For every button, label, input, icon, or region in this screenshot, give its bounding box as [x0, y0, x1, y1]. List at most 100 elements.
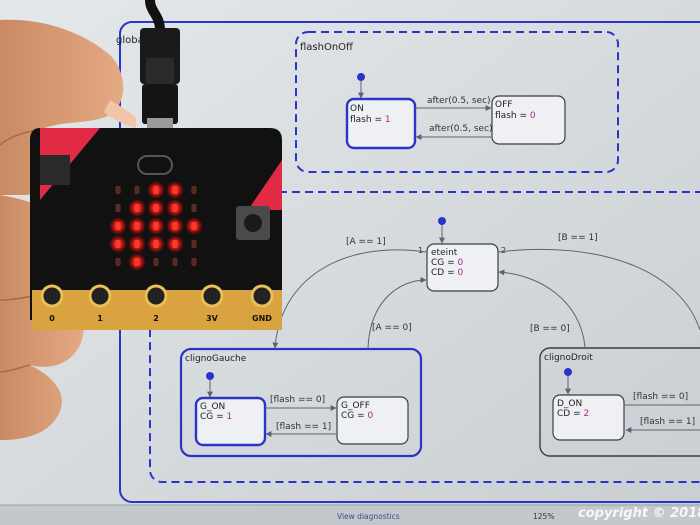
svg-text:CG = 0: CG = 0 [341, 411, 374, 421]
view-diagnostics-link[interactable]: View diagnostics [337, 512, 400, 521]
eteint-cg-value: 0 [458, 258, 464, 268]
svg-text:flash = 1: flash = 1 [350, 115, 391, 125]
default-transition-dot [357, 73, 365, 81]
transition-bottom-args: (0.5, sec) [450, 124, 492, 134]
svg-text:CG = 1: CG = 1 [200, 412, 232, 422]
eteint-cg-var: CG [431, 258, 444, 268]
label-a-eq-1: [A == 1] [346, 237, 386, 247]
state-off-var: flash [495, 111, 517, 121]
state-on[interactable]: ON flash = 1 [345, 97, 417, 150]
led-off [134, 186, 140, 194]
pin-label: 3V [206, 314, 219, 323]
led-off [115, 204, 121, 212]
state-eteint[interactable]: eteint CG = 0 CD = 0 1 2 [418, 243, 506, 292]
transition-top-args: (0.5, sec) [448, 96, 490, 106]
led-on [134, 204, 140, 212]
state-cligno-droit[interactable]: clignoDroit D_ON CD = 2 [flash == 0] [fl… [539, 347, 700, 457]
led-on [153, 240, 159, 248]
transition-bottom-fn: after [429, 124, 451, 134]
pin-label: 2 [153, 314, 159, 323]
led-on [153, 186, 159, 194]
state-g-on-name: G_ON [200, 402, 225, 412]
copyright-watermark: copyright © 2018 [578, 506, 700, 521]
state-g-off[interactable]: G_OFF CG = 0 [336, 396, 409, 445]
svg-text:CD = 2: CD = 2 [557, 409, 589, 419]
transition-a-eq-0[interactable] [367, 277, 427, 349]
g-off-var: CG [341, 411, 354, 421]
led-on [115, 240, 121, 248]
pin-hole [144, 284, 168, 308]
cligno-gauche-title: clignoGauche [185, 354, 247, 364]
status-bar: View diagnostics 125% [0, 504, 700, 525]
gauche-default-dot [206, 372, 214, 380]
cligno-droit-title: clignoDroit [544, 353, 593, 363]
led-on [134, 240, 140, 248]
led-off [172, 258, 178, 266]
pin-hole [88, 284, 112, 308]
pin-hole [40, 284, 64, 308]
state-off[interactable]: OFF flash = 0 [491, 95, 566, 145]
gauche-flash-0: [flash == 0] [270, 395, 325, 405]
led-on [172, 186, 178, 194]
transition-top-fn: after [427, 96, 449, 106]
svg-text:after(0.5, sec): after(0.5, sec) [427, 96, 491, 106]
label-b-eq-0: [B == 0] [530, 324, 570, 334]
led-off [191, 240, 197, 248]
flash-on-off-state[interactable]: flashOnOff ON flash = 1 OFF flash = 0 af… [295, 31, 619, 173]
svg-text:CD = 0: CD = 0 [431, 268, 463, 278]
state-d-on[interactable]: D_ON CD = 2 [552, 394, 625, 441]
d-on-value: 2 [583, 409, 589, 419]
led-on [115, 222, 121, 230]
transition-b-eq-1[interactable] [497, 248, 700, 331]
pin-hole [200, 284, 224, 308]
g-on-value: 1 [227, 412, 233, 422]
droit-flash-1: [flash == 1] [640, 417, 695, 427]
led-on [134, 258, 140, 266]
led-on [172, 222, 178, 230]
control-state[interactable] [149, 191, 700, 483]
pin-label: 1 [97, 314, 103, 323]
state-on-value: 1 [385, 115, 391, 125]
led-off [153, 258, 159, 266]
priority-left: 1 [418, 246, 423, 255]
button-a-pad [40, 155, 70, 185]
state-g-off-name: G_OFF [341, 401, 370, 411]
global-label: global [116, 35, 147, 46]
eteint-cd-var: CD [431, 268, 444, 278]
svg-text:flash = 0: flash = 0 [495, 111, 536, 121]
droit-flash-0: [flash == 0] [633, 392, 688, 402]
led-off [115, 258, 121, 266]
priority-right: 2 [501, 246, 506, 255]
led-on [153, 222, 159, 230]
led-on [153, 204, 159, 212]
zoom-level: 125% [533, 512, 554, 521]
eteint-cd-value: 0 [457, 268, 463, 278]
label-a-eq-0: [A == 0] [372, 323, 412, 333]
led-off [191, 258, 197, 266]
g-on-var: CG [200, 412, 213, 422]
led-off [115, 186, 121, 194]
eteint-default-dot [438, 217, 446, 225]
state-off-value: 0 [530, 111, 536, 121]
state-off-name: OFF [495, 100, 512, 110]
state-cligno-gauche[interactable]: clignoGauche G_ON CG = 1 G_OFF CG = 0 [f… [179, 347, 423, 458]
led-on [134, 222, 140, 230]
g-off-value: 0 [368, 411, 374, 421]
led-on [172, 204, 178, 212]
state-d-on-name: D_ON [557, 399, 582, 409]
state-g-on[interactable]: G_ON CG = 1 [194, 396, 267, 447]
led-on [172, 240, 178, 248]
button-b[interactable] [236, 206, 270, 240]
pin-hole [250, 284, 274, 308]
state-on-name: ON [350, 104, 364, 114]
droit-default-dot [564, 368, 572, 376]
gauche-flash-1: [flash == 1] [276, 422, 331, 432]
label-b-eq-1: [B == 1] [558, 233, 598, 243]
led-off [191, 186, 197, 194]
pin-label: GND [252, 314, 272, 323]
state-on-var: flash [350, 115, 372, 125]
flash-on-off-title: flashOnOff [300, 42, 354, 53]
transition-b-eq-0[interactable] [498, 269, 586, 348]
